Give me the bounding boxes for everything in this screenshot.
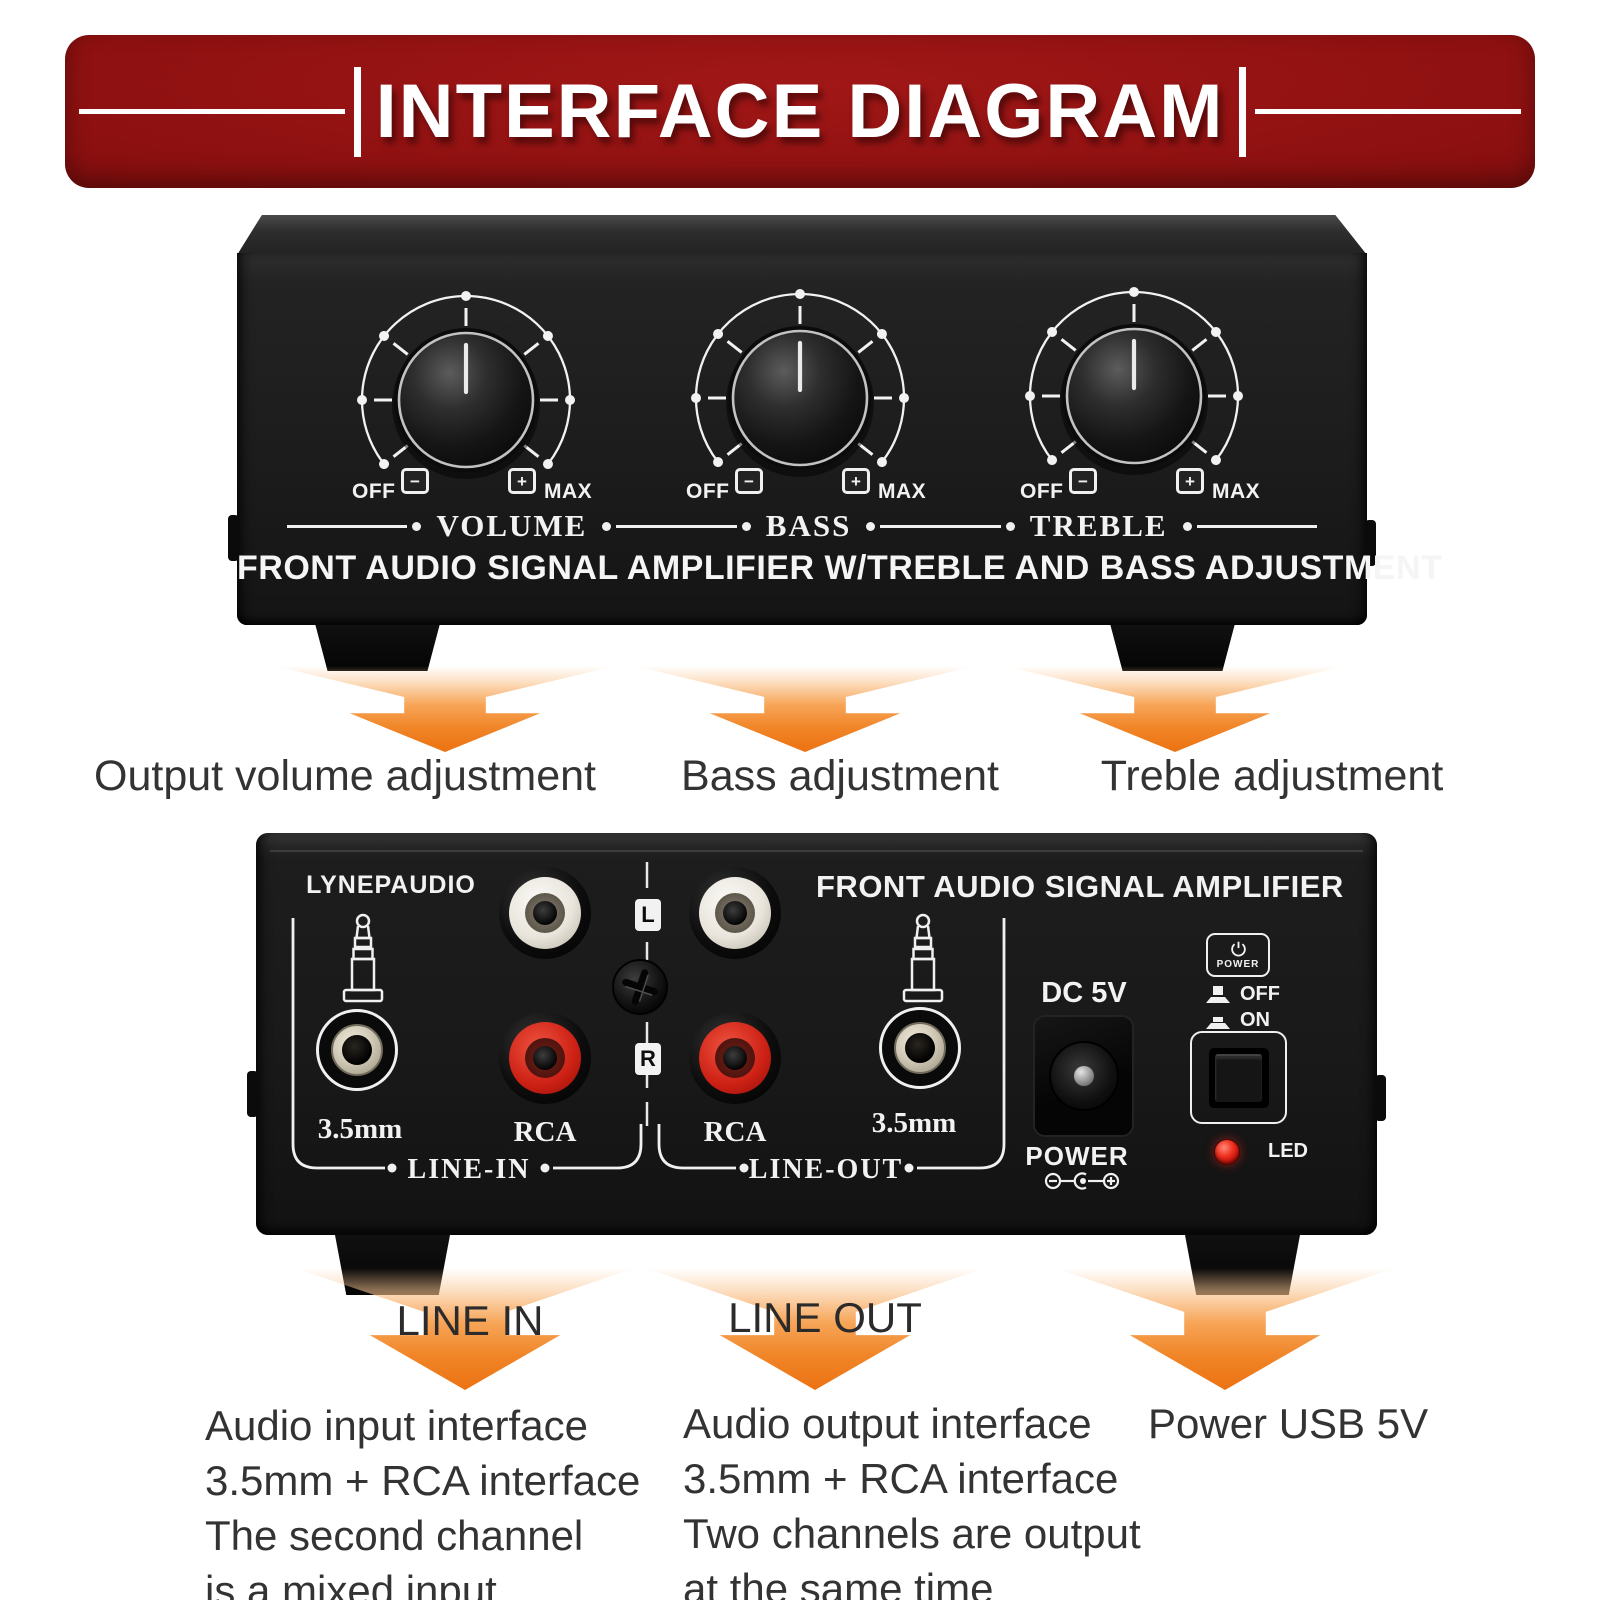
plus-icon: + — [508, 468, 536, 494]
down-arrow-icon — [1055, 1268, 1395, 1390]
minus-icon: − — [735, 468, 763, 494]
treble-off-label: OFF — [1020, 480, 1064, 503]
volume-off-label: OFF — [352, 480, 396, 503]
minus-icon: − — [1069, 468, 1097, 494]
bass-max-label: MAX — [878, 480, 927, 503]
volume-max-label: MAX — [544, 480, 593, 503]
front-panel-top-face — [237, 215, 1367, 255]
side-jack-right — [1375, 1075, 1386, 1121]
button-down-icon — [1206, 1017, 1230, 1029]
line-in-jack-label: 3.5mm — [317, 1113, 403, 1145]
down-arrow-icon — [1005, 666, 1345, 752]
line-in-callout: LINE IN — [396, 1297, 544, 1344]
line-out-callout: LINE OUT — [728, 1294, 922, 1341]
description-line: is a mixed input — [205, 1567, 497, 1600]
audio-plug-icon — [342, 913, 384, 1003]
side-jack-left — [228, 515, 239, 561]
audio-plug-icon — [902, 913, 944, 1003]
power-icon — [1230, 941, 1246, 957]
volume-scale-labels: OFF − + MAX — [306, 468, 626, 506]
description-line: 3.5mm + RCA interface — [683, 1455, 1119, 1502]
description-line: Audio output interface — [683, 1400, 1092, 1447]
treble-scale-labels: OFF − + MAX — [974, 468, 1294, 506]
banner-right-bar — [1239, 66, 1247, 157]
line-in-description: Audio input interface 3.5mm + RCA interf… — [205, 1398, 640, 1600]
bass-callout: Bass adjustment — [681, 752, 999, 800]
line-out-rca-white — [689, 867, 781, 959]
power-button-outline — [1190, 1031, 1287, 1124]
right-channel-marker: R — [635, 1043, 661, 1075]
line-out-rca-red — [689, 1012, 781, 1104]
description-line: at the same time — [683, 1565, 994, 1600]
power-description: Power USB 5V — [1148, 1400, 1429, 1447]
back-panel-seam — [270, 850, 1363, 852]
device-foot — [1110, 625, 1235, 671]
description-line: Audio input interface — [205, 1402, 588, 1449]
line-in-rca-white — [499, 867, 591, 959]
front-panel-caption: FRONT AUDIO SIGNAL AMPLIFIER W/TREBLE AN… — [237, 549, 1443, 587]
line-out-jack-label: 3.5mm — [871, 1107, 957, 1139]
line-out-rca-label: RCA — [703, 1116, 767, 1148]
off-state-label: OFF — [1240, 983, 1280, 1005]
led-indicator — [1214, 1139, 1240, 1165]
dc-power-jack — [1033, 1015, 1134, 1137]
treble-callout: Treble adjustment — [1100, 752, 1444, 800]
led-label: LED — [1268, 1140, 1308, 1162]
treble-knob — [1025, 287, 1243, 475]
knob-name-row: VOLUME BASS TREBLE — [237, 508, 1367, 544]
power-badge-label: POWER — [1216, 958, 1260, 970]
bass-knob — [691, 289, 909, 477]
front-panel-device: OFF − + MAX OFF − + MAX OFF − + MAX VOLU… — [228, 215, 1443, 671]
banner: INTERFACE DIAGRAM — [65, 35, 1535, 188]
brand-logo: LYNEPAUDIO — [306, 871, 476, 899]
line-out-zone-label: LINE-OUT — [749, 1154, 903, 1185]
line-in-35mm-jack — [316, 1009, 398, 1091]
bass-off-label: OFF — [686, 480, 730, 503]
line-in-zone-label: LINE-IN — [408, 1154, 531, 1185]
volume-label: VOLUME — [436, 508, 588, 543]
page-title: INTERFACE DIAGRAM — [375, 69, 1225, 154]
line-out-35mm-jack — [879, 1007, 961, 1089]
left-channel-marker: L — [635, 899, 661, 931]
volume-callout: Output volume adjustment — [94, 752, 596, 800]
power-badge: POWER — [1206, 933, 1270, 977]
back-panel-title: FRONT AUDIO SIGNAL AMPLIFIER — [816, 869, 1344, 904]
plus-icon: + — [1176, 468, 1204, 494]
banner-right-rule — [1255, 109, 1522, 114]
treble-max-label: MAX — [1212, 480, 1261, 503]
button-up-icon — [1206, 986, 1230, 1003]
screw-icon — [612, 959, 668, 1015]
device-foot — [315, 625, 440, 671]
power-label: POWER — [1025, 1141, 1129, 1171]
back-panel-face — [256, 833, 1377, 1235]
plus-icon: + — [842, 468, 870, 494]
line-out-description: Audio output interface 3.5mm + RCA inter… — [683, 1396, 1141, 1600]
back-panel-device: LINE-IN LINE-OUT LYNEPAUDIO FRONT AUDIO … — [247, 833, 1386, 1295]
side-jack-left — [247, 1071, 258, 1117]
polarity-icon — [1044, 1172, 1120, 1190]
description-line: Two channels are output — [683, 1510, 1141, 1557]
description-line: 3.5mm + RCA interface — [205, 1457, 641, 1504]
bass-label: BASS — [765, 508, 852, 543]
zone-bracket-lines: LINE-IN LINE-OUT — [291, 862, 1006, 1185]
minus-icon: − — [401, 468, 429, 494]
dc-voltage-label: DC 5V — [1041, 977, 1127, 1009]
down-arrow-icon — [275, 666, 615, 752]
on-state-label: ON — [1240, 1009, 1270, 1031]
bass-scale-labels: OFF − + MAX — [640, 468, 960, 506]
line-in-rca-red — [499, 1012, 591, 1104]
line-in-rca-label: RCA — [513, 1116, 577, 1148]
volume-knob — [357, 291, 575, 479]
description-line: The second channel — [205, 1512, 584, 1559]
banner-left-rule — [79, 109, 345, 114]
down-arrow-icon — [635, 666, 975, 752]
treble-label: TREBLE — [1029, 508, 1168, 543]
banner-left-bar — [353, 66, 361, 157]
power-button — [1208, 1047, 1269, 1108]
side-jack-right — [1365, 520, 1376, 566]
